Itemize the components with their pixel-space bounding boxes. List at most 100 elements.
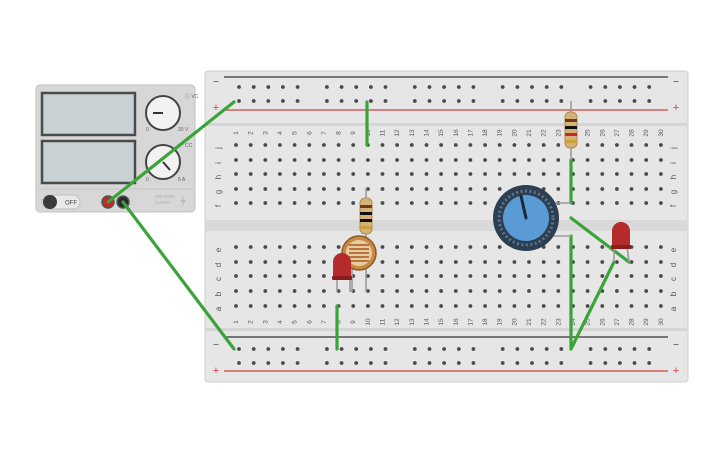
rail-hole[interactable] (530, 347, 534, 351)
breadboard-hole[interactable] (278, 260, 282, 264)
rail-hole[interactable] (471, 85, 476, 89)
breadboard-hole[interactable] (439, 187, 443, 191)
breadboard-hole[interactable] (351, 304, 356, 308)
rail-hole[interactable] (515, 85, 520, 89)
breadboard-hole[interactable] (307, 304, 312, 308)
breadboard-hole[interactable] (659, 245, 663, 249)
rail-hole[interactable] (354, 99, 359, 103)
breadboard-hole[interactable] (248, 304, 253, 308)
breadboard-hole[interactable] (629, 201, 634, 205)
breadboard-hole[interactable] (659, 289, 663, 293)
breadboard-hole[interactable] (453, 274, 458, 278)
breadboard-hole[interactable] (395, 304, 399, 308)
breadboard-hole[interactable] (468, 260, 473, 264)
breadboard-hole[interactable] (483, 143, 487, 147)
breadboard-hole[interactable] (263, 201, 268, 205)
breadboard-hole[interactable] (263, 187, 268, 191)
led-left[interactable] (332, 253, 352, 292)
rail-hole[interactable] (295, 99, 300, 103)
breadboard-hole[interactable] (351, 143, 356, 147)
rail-hole[interactable] (325, 347, 329, 351)
breadboard-hole[interactable] (556, 274, 561, 278)
breadboard-hole[interactable] (629, 260, 634, 264)
breadboard-hole[interactable] (512, 172, 517, 176)
breadboard-hole[interactable] (439, 201, 443, 205)
breadboard-hole[interactable] (468, 143, 473, 147)
breadboard-hole[interactable] (292, 260, 297, 264)
rail-hole[interactable] (237, 85, 241, 89)
breadboard-hole[interactable] (483, 274, 487, 278)
breadboard-hole[interactable] (439, 143, 443, 147)
rail-hole[interactable] (295, 85, 300, 89)
breadboard-hole[interactable] (629, 187, 634, 191)
rail-hole[interactable] (383, 361, 388, 365)
breadboard-hole[interactable] (483, 172, 487, 176)
breadboard-hole[interactable] (366, 172, 370, 176)
rail-hole[interactable] (456, 99, 461, 103)
breadboard-hole[interactable] (322, 187, 326, 191)
rail-hole[interactable] (515, 347, 520, 351)
breadboard-hole[interactable] (556, 158, 561, 162)
breadboard-hole[interactable] (307, 187, 312, 191)
breadboard-hole[interactable] (600, 143, 605, 147)
wire-negative-to-bottom-rail[interactable] (121, 200, 236, 351)
breadboard-hole[interactable] (366, 158, 370, 162)
breadboard-hole[interactable] (395, 158, 399, 162)
rail-hole[interactable] (544, 85, 549, 89)
breadboard-hole[interactable] (234, 304, 238, 308)
breadboard-hole[interactable] (351, 158, 356, 162)
rail-hole[interactable] (442, 85, 446, 89)
breadboard-hole[interactable] (497, 274, 502, 278)
wires[interactable] (106, 100, 631, 351)
breadboard-hole[interactable] (527, 172, 531, 176)
breadboard-hole[interactable] (366, 289, 370, 293)
breadboard-hole[interactable] (336, 158, 341, 162)
breadboard-hole[interactable] (468, 187, 473, 191)
rail-hole[interactable] (354, 85, 359, 89)
voltage-knob[interactable] (145, 95, 181, 131)
rail-hole[interactable] (383, 85, 388, 89)
rail-hole[interactable] (588, 347, 593, 351)
breadboard-hole[interactable] (263, 289, 268, 293)
breadboard-hole[interactable] (585, 158, 590, 162)
rail-hole[interactable] (325, 85, 329, 89)
breadboard-hole[interactable] (322, 201, 326, 205)
breadboard-hole[interactable] (424, 172, 429, 176)
rail-hole[interactable] (383, 99, 388, 103)
rail-hole[interactable] (500, 347, 505, 351)
breadboard-hole[interactable] (409, 245, 414, 249)
breadboard-hole[interactable] (585, 245, 590, 249)
breadboard-hole[interactable] (395, 245, 399, 249)
breadboard-hole[interactable] (600, 187, 605, 191)
rail-hole[interactable] (412, 99, 417, 103)
breadboard-hole[interactable] (659, 143, 663, 147)
breadboard-hole[interactable] (351, 172, 356, 176)
rail-hole[interactable] (647, 99, 652, 103)
breadboard-hole[interactable] (263, 143, 268, 147)
rail-hole[interactable] (515, 99, 520, 103)
breadboard-hole[interactable] (468, 158, 473, 162)
breadboard-hole[interactable] (248, 274, 253, 278)
breadboard-hole[interactable] (424, 304, 429, 308)
breadboard-hole[interactable] (278, 187, 282, 191)
breadboard-hole[interactable] (409, 172, 414, 176)
rail-hole[interactable] (588, 99, 593, 103)
rail-hole[interactable] (559, 85, 564, 89)
breadboard-hole[interactable] (409, 289, 414, 293)
breadboard-hole[interactable] (263, 158, 268, 162)
breadboard-hole[interactable] (351, 201, 356, 205)
breadboard-hole[interactable] (234, 274, 238, 278)
breadboard-hole[interactable] (453, 245, 458, 249)
rail-hole[interactable] (442, 361, 446, 365)
breadboard-hole[interactable] (541, 260, 546, 264)
breadboard-hole[interactable] (600, 260, 605, 264)
rail-hole[interactable] (369, 85, 373, 89)
breadboard-hole[interactable] (395, 172, 399, 176)
rail-hole[interactable] (500, 361, 505, 365)
rail-hole[interactable] (412, 347, 417, 351)
rail-hole[interactable] (251, 99, 256, 103)
breadboard-hole[interactable] (409, 201, 414, 205)
breadboard-hole[interactable] (629, 158, 634, 162)
breadboard-hole[interactable] (366, 274, 370, 278)
breadboard-hole[interactable] (380, 143, 385, 147)
